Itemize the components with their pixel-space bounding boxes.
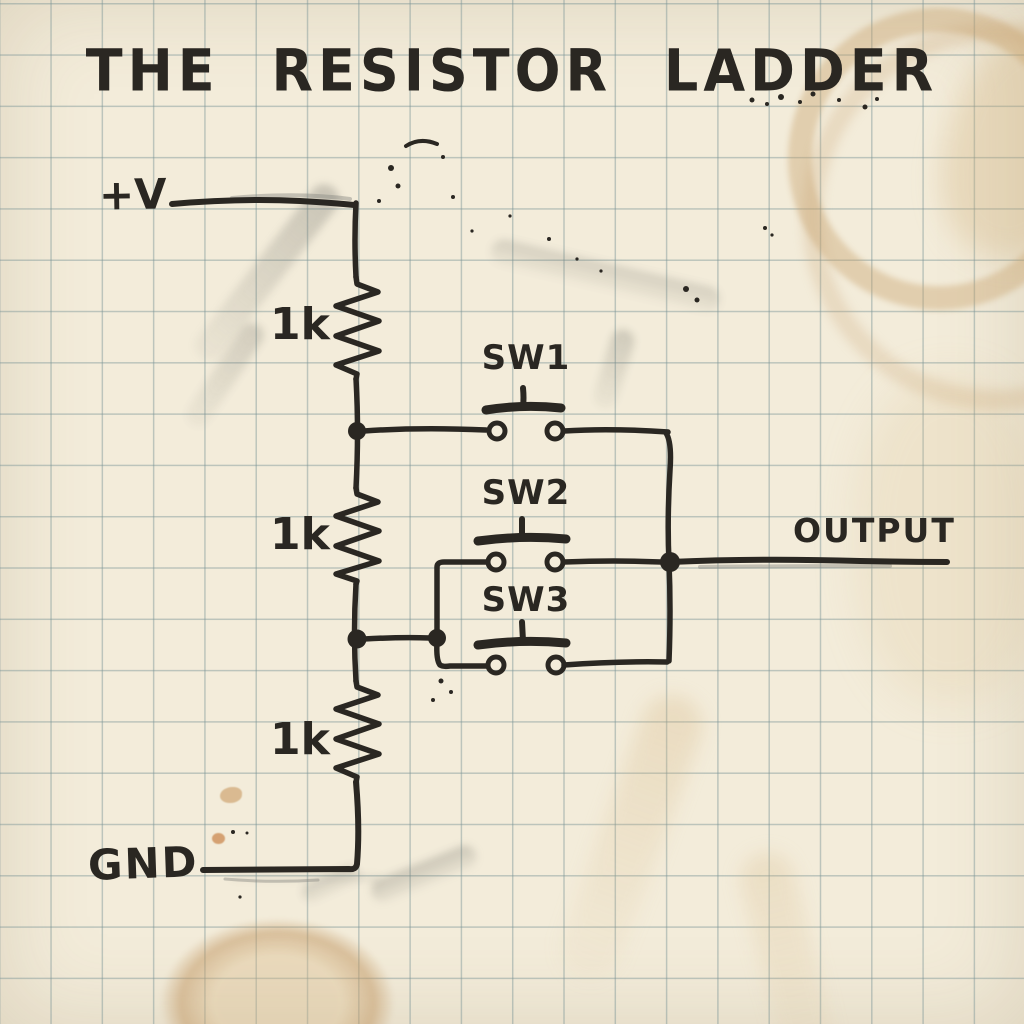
sw3-left-wire	[434, 639, 490, 670]
junction-dots	[347, 422, 680, 649]
sw3-right-wire	[561, 659, 670, 668]
diagram-title: THE RESISTOR LADDER	[85, 36, 939, 105]
sw3-actuator-bar	[473, 636, 571, 650]
ground-label: GND	[87, 837, 200, 890]
resistor-r2-symbol	[333, 485, 382, 587]
sw3-contact	[485, 654, 507, 676]
sw2-contact	[485, 551, 507, 573]
sw1-contact	[544, 420, 566, 442]
output-label: OUTPUT	[793, 511, 956, 550]
junction-dot	[660, 552, 680, 572]
ground-wire	[200, 779, 362, 873]
resistor-value-label: 1k	[270, 509, 330, 560]
node2-wire	[361, 634, 433, 642]
switch-sw3-symbol	[473, 619, 670, 676]
sw2-left-wire	[434, 559, 490, 635]
switch-label: SW2	[481, 473, 571, 513]
junction-dot	[348, 422, 366, 440]
supply-wire	[169, 197, 359, 280]
junction-dot	[428, 629, 446, 647]
sw1-actuator-bar	[481, 401, 566, 415]
resistor-r1-symbol	[333, 274, 382, 382]
switch-label: SW3	[481, 580, 571, 620]
sw2-right-wire	[561, 558, 664, 565]
resistor-r3-symbol	[333, 678, 382, 785]
pencil-shadow	[223, 193, 892, 883]
sw1-left-wire	[361, 425, 489, 434]
resistor-value-label: 1k	[270, 299, 330, 350]
ink-spatter	[231, 91, 879, 899]
supply-voltage-label: +V	[98, 169, 168, 220]
switch-sw1-symbol	[361, 385, 671, 442]
switch-label: SW1	[481, 338, 571, 378]
sw1-contact	[486, 420, 508, 442]
switch-sw2-symbol	[361, 516, 664, 670]
sw2-contact	[544, 551, 566, 573]
sw1-right-wire	[561, 426, 671, 435]
junction-dot	[347, 629, 367, 649]
output-bus-wire	[663, 430, 674, 664]
sw2-actuator-bar	[473, 532, 571, 546]
resistor-value-label: 1k	[270, 714, 330, 765]
output-wire	[667, 556, 950, 565]
